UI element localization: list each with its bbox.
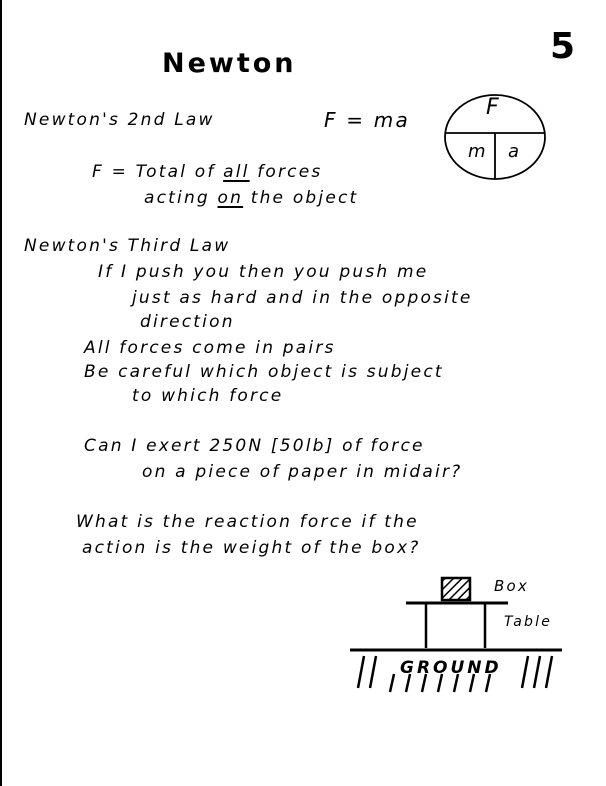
definition-line-2: acting on the object [144,188,358,208]
page-title: Newton [162,48,297,79]
definition-line-2-prefix: acting [144,188,210,208]
third-law-line: to which force [132,386,284,406]
definition-line-2-suffix: the object [250,188,359,208]
definition-emphasis-all: all [223,162,250,182]
fma-circle-graphic [444,94,546,180]
question-line: action is the weight of the box? [82,538,421,558]
definition-line-1-prefix: F = Total of [92,162,216,182]
ground-label: Ground [400,658,502,678]
triangle-left-label: m [468,141,488,162]
definition-line-1-suffix: forces [257,162,323,182]
box-label: Box [494,577,529,595]
third-law-line: just as hard and in the opposite [132,288,473,308]
question-line: What is the reaction force if the [76,512,419,532]
question-line: Can I exert 250N [50lb] of force [84,436,425,456]
definition-line-1: F = Total of all forces [92,162,322,182]
box-table-ground-graphic [350,576,562,693]
page-number: 5 [550,26,576,67]
triangle-right-label: a [508,141,522,162]
triangle-top-label: F [486,95,501,120]
definition-emphasis-on: on [217,188,244,208]
third-law-line: direction [140,312,235,332]
table-label: Table [504,614,553,630]
third-law-line: If I push you then you push me [98,262,429,282]
second-law-heading: Newton's 2nd Law [24,110,215,130]
third-law-line: Be careful which object is subject [84,362,444,382]
fma-triangle-diagram: F m a [442,92,548,182]
third-law-line: All forces come in pairs [84,338,336,358]
question-line: on a piece of paper in midair? [142,462,463,482]
box-table-ground-diagram: Box Table Ground [342,570,582,700]
third-law-heading: Newton's Third Law [24,236,231,256]
second-law-formula: F = ma [324,108,410,132]
